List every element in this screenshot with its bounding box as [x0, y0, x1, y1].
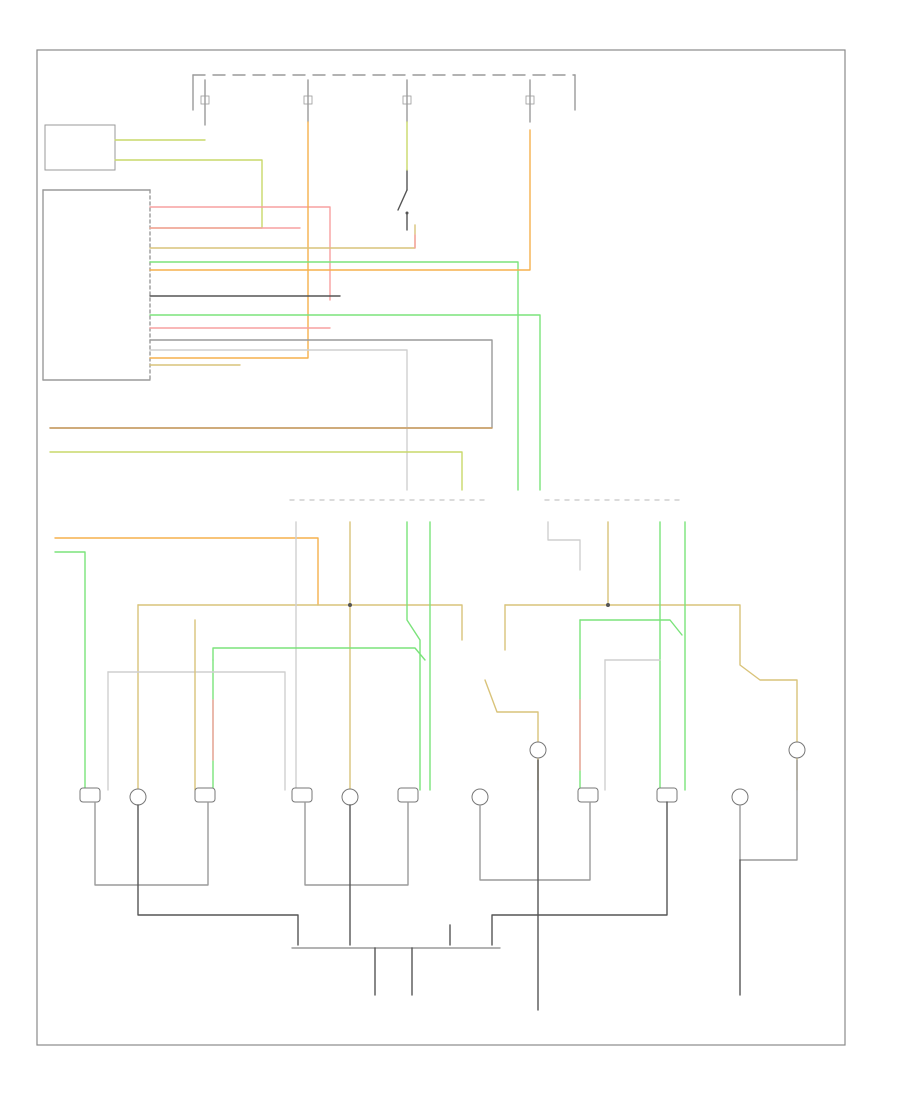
- lamp-10: [656, 787, 678, 803]
- lamp-1: [79, 787, 101, 803]
- brake-switch: [397, 169, 409, 231]
- lamp-5: [341, 788, 359, 806]
- fuse-2: [303, 79, 313, 123]
- lamp-7: [471, 788, 489, 806]
- ground-wiring: [94, 759, 798, 1011]
- fuse-3: [402, 79, 412, 123]
- control-module: [42, 124, 151, 381]
- lamp-8: [529, 741, 547, 759]
- lamp-4: [291, 787, 313, 803]
- lamp-6: [397, 787, 419, 803]
- lamp-11: [731, 788, 749, 806]
- fuse-block: [192, 74, 576, 126]
- lamp-2: [129, 788, 147, 806]
- diagram-frame: [36, 49, 846, 1046]
- fuse-1: [200, 79, 210, 126]
- lamp-9: [577, 787, 599, 803]
- lamp-3: [194, 787, 216, 803]
- fuse-4: [525, 79, 535, 123]
- lamp-row: [79, 741, 806, 806]
- lamp-12: [788, 741, 806, 759]
